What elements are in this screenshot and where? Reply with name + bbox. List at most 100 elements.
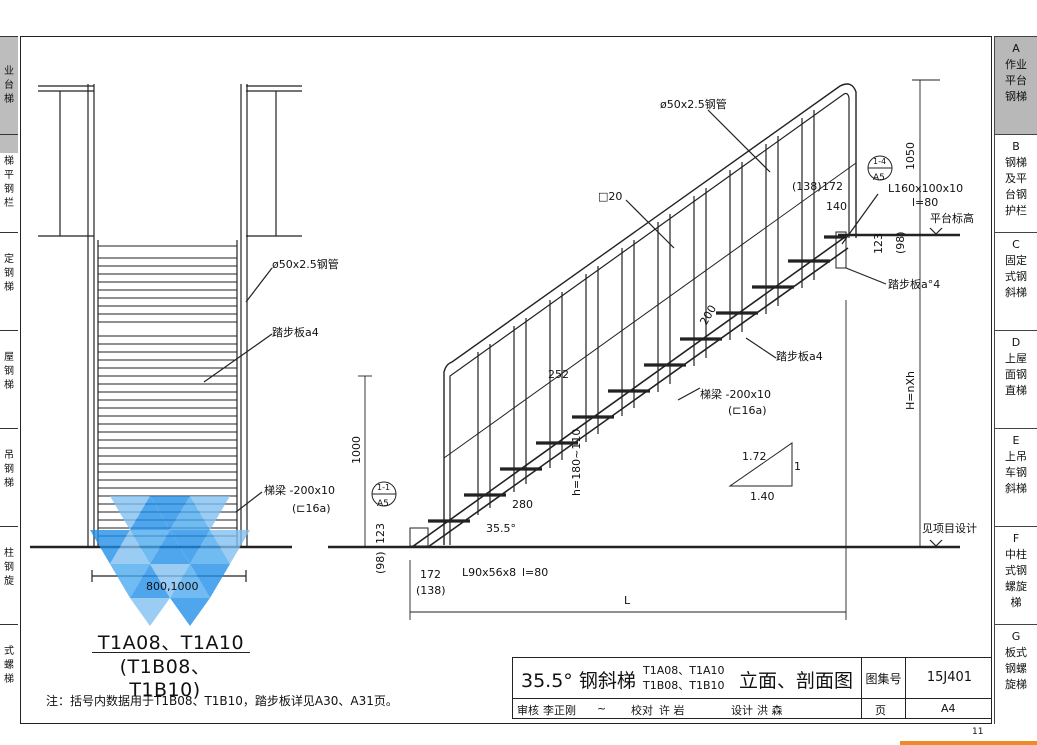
dim-1050: 1050: [904, 142, 917, 170]
angle-top-label: L160x100x10: [888, 182, 963, 195]
side-beam-alt: (⊏16a): [728, 404, 767, 417]
title-block: 35.5° 钢斜梯 T1A08、T1A10 T1B08、T1B10 立面、剖面图…: [512, 657, 992, 719]
drawing-codes: T1A08、T1A10 T1B08、T1B10: [643, 663, 725, 693]
side-treads: [428, 235, 846, 523]
tab-e[interactable]: E 上吊车钢斜梯: [994, 428, 1037, 526]
tab-c[interactable]: C 固定式钢斜梯: [994, 232, 1037, 330]
dim-280: 280: [512, 498, 533, 511]
dim-123-top: 123: [872, 233, 885, 254]
tab-line: 及平: [1005, 172, 1027, 185]
front-treads: [98, 245, 237, 537]
left-tab-7: 式螺梯: [0, 624, 18, 725]
drawing-title: 35.5° 钢斜梯: [521, 670, 636, 692]
reviewer-name: 李正刚: [543, 704, 576, 717]
ground-label: 见项目设计: [922, 522, 977, 535]
tab-letter: D: [1011, 336, 1021, 349]
tab-line: 固定: [1005, 254, 1027, 267]
dim-98-top: (98): [894, 231, 907, 254]
dim-h: H=nXh: [904, 371, 917, 410]
tab-line: 上吊: [1005, 450, 1027, 463]
page-footer: 11: [972, 727, 984, 737]
left-tab-strip: 业台梯 梯平钢栏 定钢梯 屋钢梯 吊钢梯 柱钢旋 式螺梯: [0, 36, 20, 724]
tab-letter: B: [1012, 140, 1020, 153]
dim-172-top: 172: [822, 180, 843, 193]
tab-line: 台钢: [1005, 188, 1027, 201]
tab-line: 旋梯: [1005, 678, 1027, 691]
tab-line: 面钢: [1005, 368, 1027, 381]
left-tab-1: 业台梯: [0, 36, 18, 153]
left-tab-6: 柱钢旋: [0, 526, 18, 627]
tab-line: 平台: [1005, 74, 1027, 87]
sig-divider-1: [861, 699, 862, 718]
angle-deg: 35.5°: [486, 522, 516, 535]
tab-line: 式钢: [1005, 270, 1027, 283]
tab-line: 板式: [1005, 646, 1027, 659]
tab-line: 梯: [1010, 596, 1022, 609]
front-tread-label: 踏步板a4: [272, 325, 319, 339]
tab-a[interactable]: A 作业平台钢梯: [994, 36, 1037, 134]
detail-bot-num: 1-1: [377, 483, 390, 492]
tab-f[interactable]: F 中柱式钢螺旋梯: [994, 526, 1037, 624]
tab-line: 直梯: [1005, 384, 1027, 397]
left-tab-5: 吊钢梯: [0, 428, 18, 529]
dim-252: 252: [548, 368, 569, 381]
tab-letter: G: [1011, 630, 1021, 643]
dim-L: L: [624, 594, 631, 607]
baluster-label: □20: [598, 190, 622, 203]
codes-line-2: T1B08、T1B10: [643, 679, 725, 692]
tab-letter: C: [1012, 238, 1020, 251]
title-block-main: 35.5° 钢斜梯 T1A08、T1A10 T1B08、T1B10 立面、剖面图…: [512, 657, 992, 699]
sig-divider-2: [905, 699, 906, 718]
detail-bot-label: A5: [377, 499, 389, 509]
design-label: 设计: [731, 704, 753, 717]
watermark-logo: [90, 496, 250, 626]
slope-c: 1.40: [750, 490, 775, 503]
left-tab-3: 定钢梯: [0, 232, 18, 333]
tab-line: 作业: [1005, 58, 1027, 71]
tab-line: 上屋: [1005, 352, 1027, 365]
atlas-number: 15J401: [905, 658, 993, 698]
orange-accent-bar: [900, 741, 1037, 745]
tab-line: 钢梯: [1005, 90, 1027, 103]
model-line-2: (T1B08、T1B10): [119, 656, 211, 701]
checker-name: 许 岩: [659, 704, 685, 717]
tab-line: 式钢: [1005, 564, 1027, 577]
footnote: 注：括号内数据用于T1B08、T1B10，踏步板详见A30、A31页。: [46, 694, 398, 708]
dim-200: 200: [697, 303, 719, 328]
tab-letter: A: [1012, 42, 1020, 55]
check-label: 校对: [631, 704, 653, 717]
dim-138-top: (138): [792, 180, 822, 193]
front-beam-label: 梯梁 -200x10: [264, 483, 335, 497]
tab-line: 斜梯: [1005, 482, 1027, 495]
model-underline: [92, 652, 250, 653]
tab-line: 钢梯: [1005, 156, 1027, 169]
side-tread-label: 踏步板a4: [776, 349, 823, 363]
model-line-1: T1A08、T1A10: [97, 632, 245, 654]
designer-name: 洪 森: [757, 704, 783, 717]
dim-123-bot: 123: [374, 523, 387, 544]
side-pipe-label: ø50x2.5钢管: [660, 97, 727, 111]
tab-letter: F: [1012, 532, 1020, 545]
tab-line: 螺旋: [1005, 580, 1027, 593]
angle-bot-label: L90x56x8: [462, 566, 516, 579]
title-block-signatures: 审核 李正刚 ~ 校对 许 岩 设计 洪 森 页 A4: [512, 698, 992, 719]
dim-138-bot: (138): [416, 584, 446, 597]
angle-bot-len: l=80: [522, 566, 548, 579]
slope-a: 1.72: [742, 450, 767, 463]
atlas-label: 图集号: [861, 658, 905, 698]
front-width-label: 800,1000: [146, 580, 199, 593]
tab-letter: E: [1012, 434, 1020, 447]
page-label: 页: [875, 704, 886, 717]
page-number: A4: [941, 702, 956, 715]
codes-line-1: T1A08、T1A10: [643, 664, 725, 677]
tab-d[interactable]: D 上屋面钢直梯: [994, 330, 1037, 428]
angle-top-len: l=80: [912, 196, 938, 209]
tab-line: 斜梯: [1005, 286, 1027, 299]
front-pipe-label: ø50x2.5钢管: [272, 257, 339, 271]
tab-line: 中柱: [1005, 548, 1027, 561]
tab-line: 车钢: [1005, 466, 1027, 479]
